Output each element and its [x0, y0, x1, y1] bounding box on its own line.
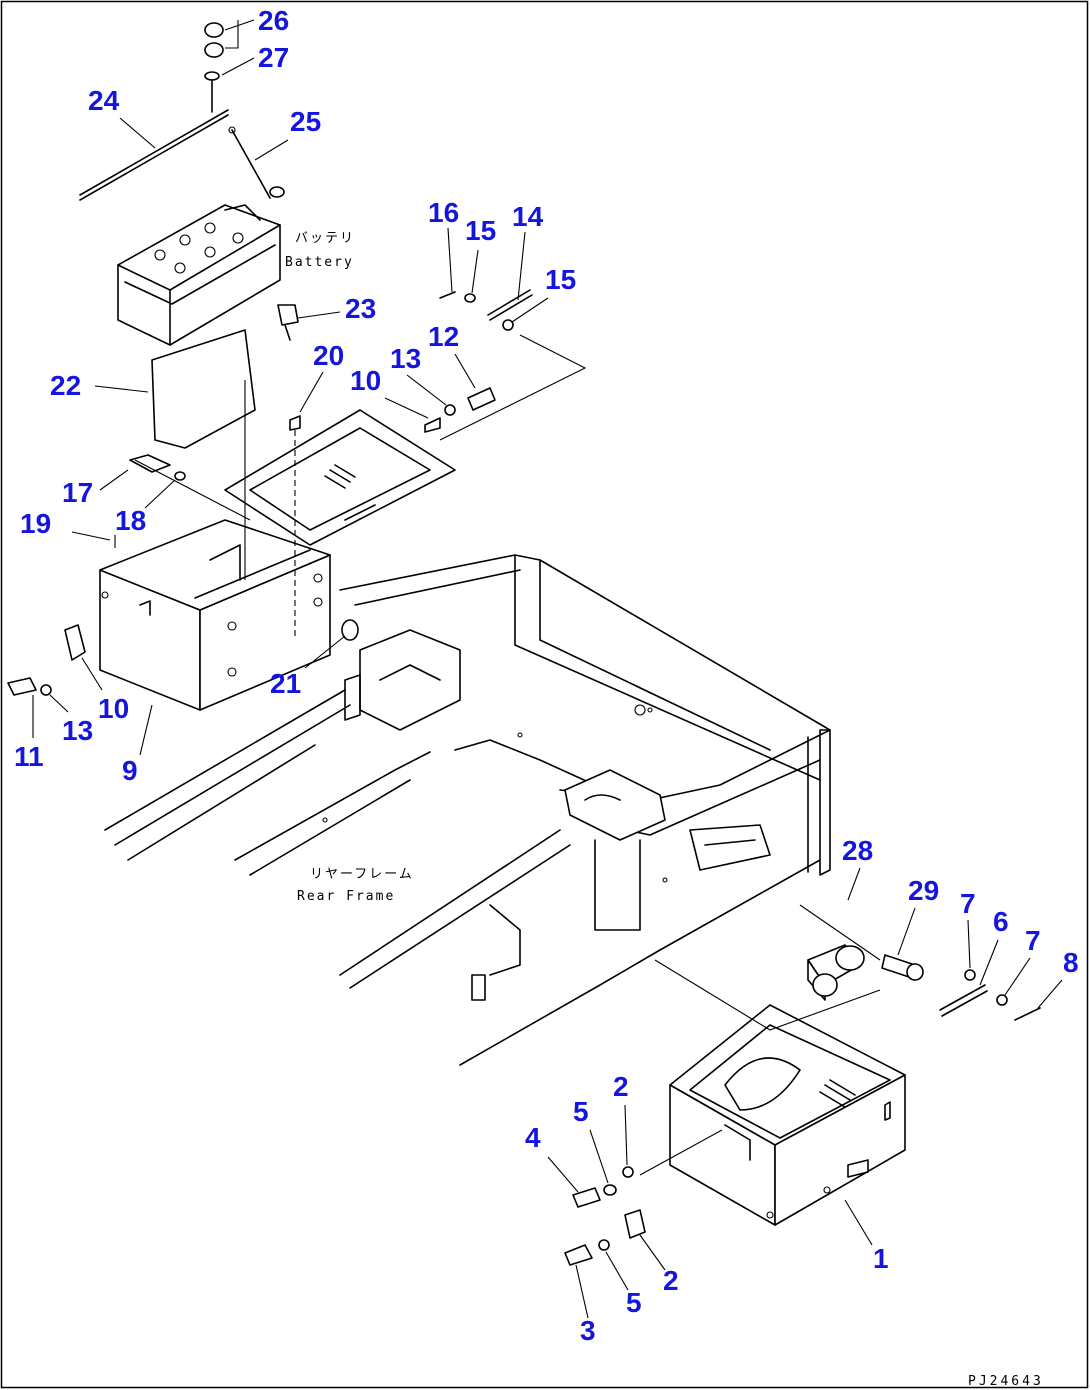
callout-5-lower: 5 — [626, 1287, 642, 1318]
callout-16: 16 — [428, 197, 459, 228]
callout-8: 8 — [1063, 947, 1079, 978]
rear-frame-label-jp: リヤーフレーム — [310, 867, 414, 882]
leader-lines — [32, 19, 1063, 1319]
callout-1: 1 — [873, 1243, 889, 1274]
callout-18: 18 — [115, 505, 146, 536]
callout-27: 27 — [258, 42, 289, 73]
callout-22: 22 — [50, 370, 81, 401]
callout-29: 29 — [908, 875, 939, 906]
rear-frame — [104, 554, 831, 1066]
callout-7-right: 7 — [1025, 925, 1041, 956]
battery-label-jp: バッテリ — [295, 231, 355, 246]
callout-2-upper: 2 — [613, 1071, 629, 1102]
drawing-number: PJ24643 — [968, 1374, 1044, 1389]
callout-20: 20 — [313, 340, 344, 371]
callout-10-upper: 10 — [350, 365, 381, 396]
callout-15-upper: 15 — [465, 215, 496, 246]
callout-13-lower: 13 — [62, 715, 93, 746]
callout-4: 4 — [525, 1122, 541, 1153]
callout-23: 23 — [345, 293, 376, 324]
callout-9: 9 — [122, 755, 138, 786]
callout-10-lower: 10 — [98, 693, 129, 724]
callout-21: 21 — [270, 668, 301, 699]
callout-24: 24 — [88, 85, 120, 116]
callout-12: 12 — [428, 321, 459, 352]
callout-14: 14 — [512, 201, 544, 232]
callout-3: 3 — [580, 1315, 596, 1346]
callout-19: 19 — [20, 508, 51, 539]
callout-5-upper: 5 — [573, 1096, 589, 1127]
callout-7-upper: 7 — [960, 888, 976, 919]
callout-28: 28 — [842, 835, 873, 866]
callout-2-lower: 2 — [663, 1265, 679, 1296]
battery-label-en: Battery — [285, 255, 354, 270]
callout-15-right: 15 — [545, 264, 576, 295]
callouts: 26 27 24 25 16 15 14 15 23 20 13 12 10 2… — [14, 5, 1079, 1346]
annotations: バッテリ Battery リヤーフレーム Rear Frame PJ24643 — [285, 231, 1044, 1389]
battery-assembly — [7, 22, 587, 711]
lower-box-assembly — [564, 904, 1041, 1266]
callout-13-upper: 13 — [390, 343, 421, 374]
callout-6: 6 — [993, 906, 1009, 937]
callout-11: 11 — [14, 741, 44, 772]
callout-25: 25 — [290, 106, 321, 137]
rear-frame-label-en: Rear Frame — [297, 889, 395, 904]
callout-17: 17 — [62, 477, 93, 508]
callout-26: 26 — [258, 5, 289, 36]
